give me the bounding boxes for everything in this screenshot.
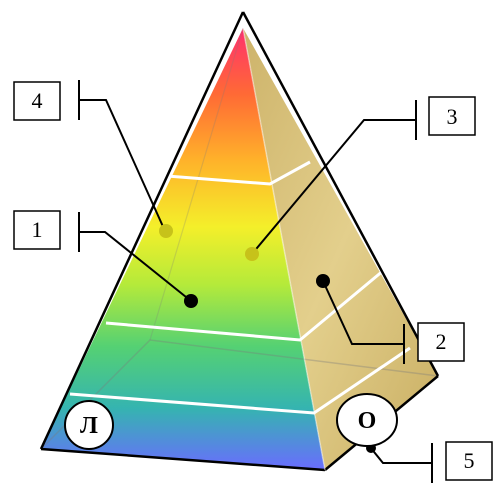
- callout-box-3: 3: [428, 96, 476, 136]
- callout-label-4: 4: [32, 88, 43, 113]
- band-line-middle: [105, 268, 385, 342]
- callout-label-1: 1: [32, 217, 43, 242]
- pyramid-front-face: [41, 28, 325, 470]
- callout-box-1: 1: [13, 210, 61, 250]
- callout-label-5: 5: [464, 448, 475, 473]
- dot-1: [184, 294, 198, 308]
- callout-label-2: 2: [436, 329, 447, 354]
- dot-4: [159, 224, 173, 238]
- leader-lines: [78, 80, 433, 483]
- band-lines: [69, 160, 411, 415]
- callout-label-3: 3: [447, 104, 458, 129]
- corner-label-right-text: О: [358, 408, 377, 434]
- corner-label-left-text: Л: [80, 413, 98, 439]
- band-line-lower: [69, 346, 411, 415]
- callout-box-5: 5: [445, 441, 493, 481]
- leader-5: [369, 446, 432, 464]
- pyramid-side-face: [243, 28, 438, 470]
- leader-2: [322, 280, 404, 345]
- callout-box-2: 2: [417, 322, 465, 362]
- band-line-upper: [166, 160, 311, 186]
- dot-2: [316, 274, 330, 288]
- pyramid-front-edge: [242, 27, 326, 471]
- corner-label-right: О: [336, 393, 398, 447]
- corner-label-left: Л: [64, 400, 114, 450]
- dot-3: [245, 247, 259, 261]
- pyramid-hidden-apex-edge: [149, 27, 244, 341]
- leader-3: [251, 119, 416, 255]
- callout-box-4: 4: [13, 81, 61, 121]
- leader-1: [79, 231, 192, 302]
